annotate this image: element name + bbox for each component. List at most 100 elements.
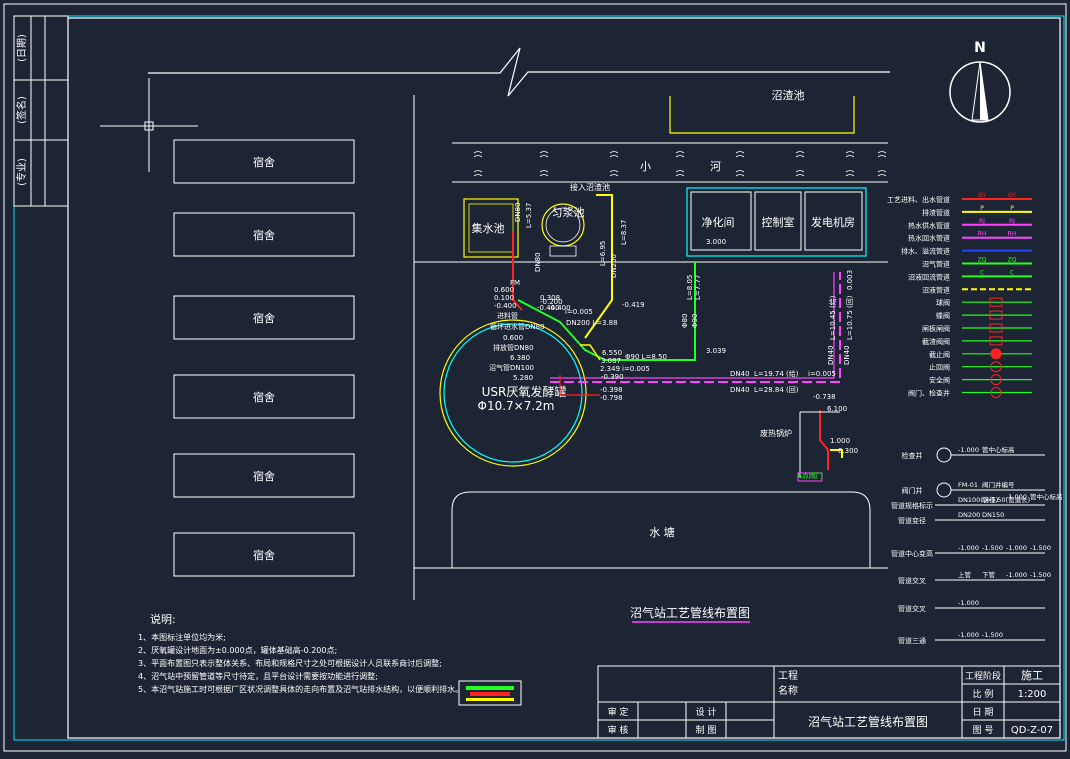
thumbnail-icon: [458, 680, 522, 706]
legend-item: 蝶阀: [936, 310, 1032, 320]
legend-note: 管道三通 -1.000-1.500: [898, 631, 1045, 645]
pipe-label: FM: [510, 279, 520, 287]
svg-text:-1.000: -1.000: [958, 446, 979, 454]
tb-title: 沼气站工艺管线布置图: [808, 714, 928, 729]
dorm-1: 宿舍: [253, 155, 275, 169]
pipe-label: L=10.45 (给): [828, 295, 837, 340]
cyan-border: [13, 15, 1065, 741]
tb-check: 审 核: [608, 724, 629, 736]
pipe-label: DN40: [843, 345, 851, 365]
svg-text:管道三通: 管道三通: [898, 636, 926, 645]
sludge-label: 匀浆池: [552, 205, 585, 219]
tb-no-value: QD-Z-07: [1011, 725, 1053, 736]
pipe-label: 5.280: [513, 374, 533, 382]
tb-project: 工程: [778, 670, 798, 682]
collector-pool: [463, 198, 519, 258]
pipe-label: 2.349: [600, 365, 620, 373]
pipe-label: i=0.005: [565, 308, 593, 316]
dorm-3: 宿舍: [253, 311, 275, 325]
svg-text:C: C: [1010, 269, 1014, 276]
legend-item: 热水供水管道 RJ RJ: [908, 218, 1032, 230]
svg-text:L=5.50(管道长): L=5.50(管道长): [982, 495, 1030, 504]
legend-item: 安全阀: [929, 374, 1032, 386]
svg-text:RJ: RJ: [1009, 218, 1015, 225]
pipe-label: 0.100: [494, 294, 514, 302]
svg-text:RH: RH: [978, 231, 987, 238]
pipe-network: [512, 194, 843, 478]
notes: 说明: 1、本图标注单位均为米; 2、厌氧罐设计地面为±0.000点，罐体基础高…: [138, 612, 463, 694]
note-1: 1、本图标注单位均为米;: [138, 632, 226, 642]
pipe-label: L=6.95: [599, 241, 607, 266]
svg-text:-1.000: -1.000: [958, 631, 979, 639]
svg-text:-1.000: -1.000: [1006, 544, 1027, 552]
north-label: N: [974, 40, 986, 56]
pipe-label: i=0.005: [622, 365, 650, 373]
note-2: 2、厌氧罐设计地面为±0.000点，罐体基础高-0.200点;: [138, 645, 337, 655]
pipe-label: L=7.77: [694, 275, 702, 300]
side-title-strip: (日期) (签名) (专业): [13, 15, 69, 207]
biogas-pond-label: 沼渣池: [772, 88, 805, 102]
svg-text:工艺进料、出水管道: 工艺进料、出水管道: [887, 195, 950, 204]
crosshair-cursor: [100, 78, 198, 172]
outer-border: [3, 3, 1067, 752]
svg-text:蝶阀: 蝶阀: [936, 311, 950, 320]
tb-name: 名称: [778, 684, 798, 697]
legend-item: 阀门、检查井: [908, 387, 1032, 398]
svg-text:C: C: [980, 269, 984, 276]
pipe-label: 6.100: [827, 405, 847, 413]
boiler-label: 废热锅炉: [760, 428, 792, 438]
valve-a-mark: [797, 472, 823, 482]
legend-item: 排水、溢流管道: [901, 247, 1032, 256]
svg-text:球阀: 球阀: [936, 298, 950, 307]
pipe-label: i=0.005: [808, 370, 836, 378]
generator-label: 发电机房: [811, 215, 855, 229]
title-block: 工程 名称 工程阶段 施工 比 例 1:200 日 期 图 号 QD-Z-07 …: [597, 665, 1061, 739]
tb-scale-value: 1:200: [1018, 689, 1047, 700]
tb-review: 审 定: [608, 706, 629, 718]
tb-design: 设 计: [696, 706, 717, 718]
svg-text:RJ: RJ: [979, 218, 985, 225]
reactor-name: USR厌氧发酵罐: [482, 384, 567, 399]
svg-text:-1.000: -1.000: [958, 544, 979, 552]
pipe-label: Φ80: [681, 314, 689, 328]
pipe-label: 6.550: [602, 349, 622, 357]
biogas-pond-outline: [669, 96, 855, 134]
svg-text:GY: GY: [1008, 192, 1016, 199]
svg-text:-1.500: -1.500: [982, 631, 1003, 639]
pipe-label: -0.400: [494, 302, 517, 310]
pipe-label: 3.000: [706, 238, 726, 246]
svg-text:沼液管道: 沼液管道: [922, 285, 950, 294]
dormitory-group: 宿舍 宿舍 宿舍 宿舍 宿舍 宿舍: [173, 139, 355, 577]
drawing-title: 沼气站工艺管线布置图: [630, 605, 750, 620]
side-sign: (签名): [15, 96, 28, 124]
pipe-label: 0.600: [503, 334, 523, 342]
pipe-label: 3.087: [601, 357, 621, 365]
river-label-b: 河: [710, 160, 721, 173]
svg-text:热水供水管道: 热水供水管道: [908, 221, 950, 230]
tb-stage-value: 施工: [1021, 669, 1043, 682]
svg-text:下管: 下管: [982, 570, 996, 579]
svg-text:DN100(管径): DN100(管径): [958, 495, 998, 504]
svg-text:DN150: DN150: [982, 511, 1004, 519]
svg-text:管道中心变高: 管道中心变高: [891, 549, 933, 558]
svg-text:-1.000: -1.000: [1006, 493, 1027, 501]
reactor-outer: [439, 319, 587, 467]
tb-stage-label: 工程阶段: [965, 670, 1001, 682]
pipe-label: L=8.37: [620, 220, 628, 245]
north-arrow: N: [949, 40, 1011, 123]
pipe-label: DN40: [730, 386, 750, 394]
svg-text:排水、溢流管道: 排水、溢流管道: [901, 247, 950, 256]
svg-text:闸板闸阀: 闸板闸阀: [922, 324, 950, 333]
pipe-label: DN40: [827, 345, 835, 365]
river-label-a: 小: [640, 160, 651, 173]
pipe-label: -0.398: [600, 386, 623, 394]
